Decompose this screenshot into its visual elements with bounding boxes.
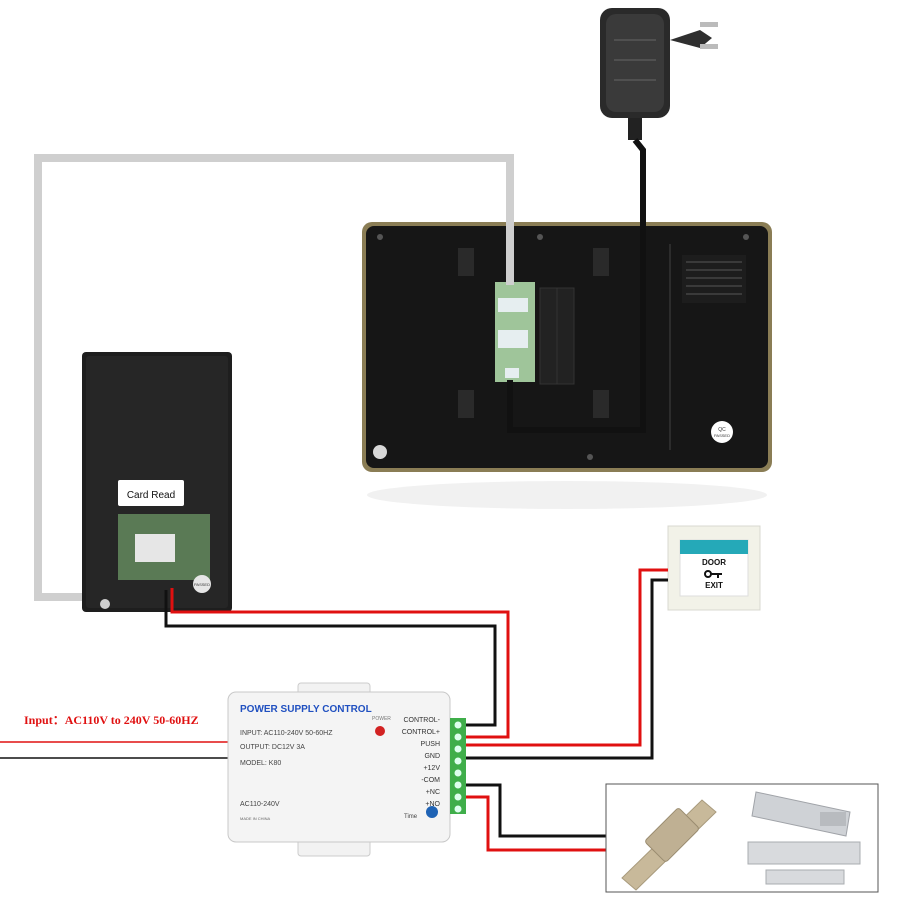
card-reader: Card Read PASSED xyxy=(82,352,232,612)
card-reader-black-wire xyxy=(164,590,497,727)
card-reader-qc-sticker: PASSED xyxy=(194,582,210,587)
psu-power-led xyxy=(375,726,385,736)
psu-time-label: Time xyxy=(404,814,418,820)
terminal-label-gnd: GND xyxy=(424,753,440,760)
exit-button: DOOR EXIT xyxy=(667,525,761,611)
terminal-label-control-plus: CONTROL+ xyxy=(402,729,440,736)
terminal-label-control-minus: CONTROL- xyxy=(403,717,440,724)
terminal-label-push: PUSH xyxy=(421,741,440,748)
power-adapter xyxy=(600,8,718,140)
terminal-label-no: +NO xyxy=(425,801,440,808)
psu-voltage-note: AC110-240V xyxy=(240,801,280,808)
terminal-label-com: -COM xyxy=(421,777,440,784)
psu-title: POWER SUPPLY CONTROL xyxy=(240,704,372,715)
key-icon xyxy=(704,570,722,578)
magnetic-lock xyxy=(747,841,861,885)
speaker-grille xyxy=(682,255,746,303)
input-label: Input：AC110V to 240V 50-60HZ xyxy=(24,713,199,727)
psu-input-spec: INPUT: AC110-240V 50-60HZ xyxy=(240,730,333,737)
monitor-qc-sticker-line2: PASSED xyxy=(714,433,730,438)
gray-cable xyxy=(34,154,514,601)
electric-strike-lock xyxy=(621,799,717,891)
time-adjust-knob xyxy=(426,806,438,818)
terminal-label-nc: +NC xyxy=(426,789,440,796)
psu-made-in: MADE IN CHINA xyxy=(240,816,271,821)
terminal-label-12v: +12V xyxy=(423,765,440,772)
exit-button-black-wire xyxy=(466,578,668,760)
exit-button-line1: DOOR xyxy=(702,558,726,567)
lock-red-wire xyxy=(466,795,608,852)
locks-panel xyxy=(605,783,879,893)
adapter-power-cable xyxy=(507,138,646,433)
psu-output-spec: OUTPUT: DC12V 3A xyxy=(240,744,305,751)
power-supply-control: POWER SUPPLY CONTROL POWER INPUT: AC110-… xyxy=(227,682,466,857)
indoor-monitor: QC PASSED xyxy=(362,222,772,509)
lock-black-wire xyxy=(466,783,608,838)
psu-model: MODEL: K80 xyxy=(240,760,281,767)
monitor-qc-sticker: QC PASSED xyxy=(711,421,733,443)
exit-button-red-wire xyxy=(466,568,668,747)
bolt-lock xyxy=(751,791,851,837)
psu-power-led-label: POWER xyxy=(372,716,391,722)
terminal-block xyxy=(450,718,466,814)
monitor-connector-board xyxy=(495,282,535,382)
exit-button-line2: EXIT xyxy=(705,581,723,590)
card-reader-label: Card Read xyxy=(127,490,175,501)
monitor-qc-sticker-line1: QC xyxy=(718,427,726,433)
card-reader-red-wire xyxy=(170,588,510,739)
